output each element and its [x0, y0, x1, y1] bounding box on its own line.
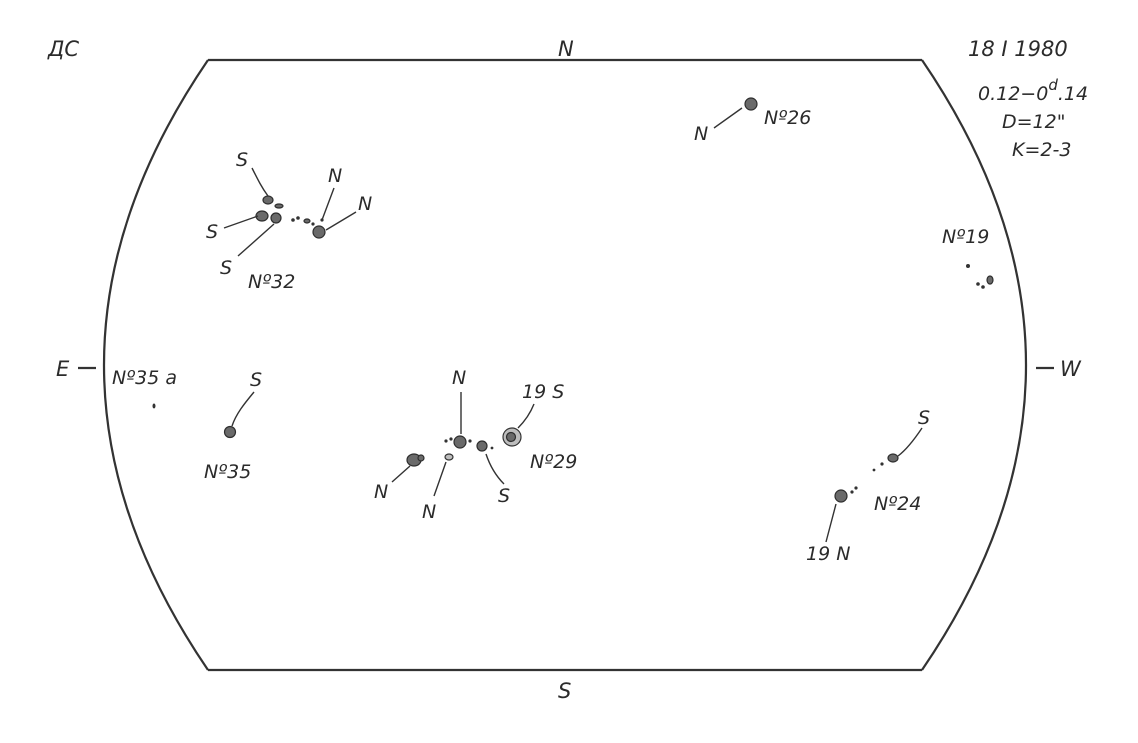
pore — [296, 216, 300, 220]
sunspot — [744, 97, 758, 111]
pore — [854, 486, 858, 490]
polarity-leader — [321, 187, 335, 221]
group-35a: Nº35 a — [112, 367, 177, 409]
pore — [152, 403, 156, 409]
polarity-leader — [325, 211, 357, 231]
time-range-main: 0.12−0 — [978, 83, 1048, 105]
sunspot — [476, 440, 488, 452]
polarity-label: N — [422, 501, 436, 523]
pore — [976, 282, 980, 286]
sunspot — [262, 195, 274, 205]
group-label: Nº32 — [248, 271, 295, 293]
sunspot — [270, 212, 282, 224]
sunspot — [444, 453, 454, 461]
pore — [444, 439, 448, 443]
time-superscript: d — [1048, 76, 1058, 94]
polarity-label: 19 S — [522, 381, 564, 403]
sunspot — [453, 435, 467, 449]
pore — [468, 439, 472, 443]
direction-west: W — [1060, 357, 1082, 381]
group-29: N 19 S S N N Nº29 — [374, 367, 577, 523]
polarity-label: S — [206, 221, 218, 243]
polarity-label: S — [236, 149, 248, 171]
polarity-leader — [391, 465, 411, 483]
polarity-leader — [897, 427, 923, 457]
observer-initials: ДС — [47, 37, 79, 61]
polarity-leader — [825, 503, 837, 543]
pore — [291, 218, 295, 222]
polarity-leader — [237, 223, 275, 257]
polarity-leader — [223, 215, 259, 229]
polarity-label: N — [358, 193, 372, 215]
polarity-label: N — [452, 367, 466, 389]
group-24: S 19 N Nº24 — [806, 407, 930, 565]
polarity-label: 19 N — [806, 543, 850, 565]
polarity-leader — [517, 403, 535, 429]
polarity-leader — [251, 167, 269, 197]
pore — [850, 490, 854, 494]
pore — [490, 446, 494, 450]
limb-east-arc — [103, 59, 209, 671]
polarity-leader — [713, 107, 743, 129]
pore — [449, 437, 453, 441]
group-label: Nº24 — [874, 493, 921, 515]
direction-east: E — [56, 357, 70, 381]
direction-south: S — [558, 679, 571, 703]
sunspot — [417, 454, 425, 462]
pore — [311, 222, 315, 226]
polarity-label: S — [220, 257, 232, 279]
sunspot — [887, 453, 899, 463]
polarity-label: N — [694, 123, 708, 145]
group-19: Nº19 — [942, 226, 994, 289]
polarity-label: N — [328, 165, 342, 187]
sunspot — [274, 203, 284, 209]
pore — [880, 462, 884, 466]
polarity-label: S — [250, 369, 262, 391]
group-35: S Nº35 — [204, 369, 262, 483]
observation-date: 18 I 1980 — [968, 37, 1068, 61]
polarity-label: S — [498, 485, 510, 507]
polarity-leader — [485, 453, 505, 485]
group-label: Nº19 — [942, 226, 989, 248]
sunspot — [986, 275, 994, 285]
direction-north: N — [558, 37, 574, 61]
group-label: Nº26 — [764, 107, 811, 129]
sunspot — [834, 489, 848, 503]
sunspot — [223, 425, 237, 439]
time-range-end: .14 — [1058, 83, 1088, 105]
disk-diameter: D=12" — [1002, 111, 1065, 133]
polarity-label: N — [374, 481, 388, 503]
polarity-leader — [433, 461, 447, 497]
group-26: N Nº26 — [694, 97, 811, 145]
solar-limb — [78, 58, 1054, 672]
polarity-label: S — [918, 407, 930, 429]
pore — [872, 468, 876, 472]
pore — [966, 264, 970, 268]
seeing-quality: K=2-3 — [1012, 139, 1071, 161]
limb-west-arc — [921, 59, 1027, 671]
group-label: Nº29 — [530, 451, 577, 473]
sunspot — [303, 218, 311, 224]
time-range: 0.12−0d.14 — [978, 76, 1088, 105]
group-label: Nº35 — [204, 461, 251, 483]
group-label: Nº35 a — [112, 367, 177, 389]
sunspot — [505, 431, 517, 443]
pore — [981, 285, 985, 289]
polarity-leader — [231, 391, 255, 427]
sunspot — [312, 225, 326, 239]
group-32: S S S N N Nº32 — [206, 149, 372, 293]
